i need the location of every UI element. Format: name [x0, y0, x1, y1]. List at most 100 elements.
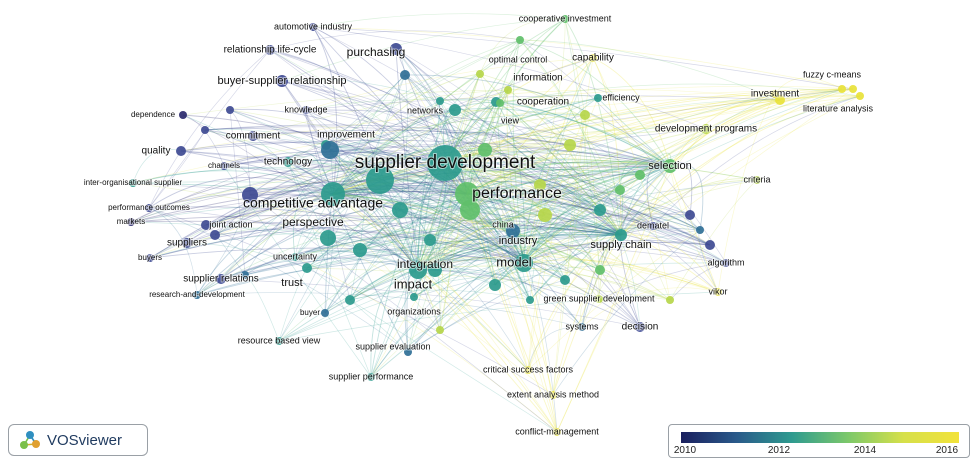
- node-buyers[interactable]: [146, 254, 154, 262]
- node-trust[interactable]: [302, 263, 312, 273]
- term-label-commitment[interactable]: commitment: [225, 130, 282, 143]
- node-optimal-control[interactable]: [476, 70, 484, 78]
- node-unlabeled[interactable]: [201, 126, 209, 134]
- node-networks[interactable]: [436, 97, 444, 105]
- node-vikor[interactable]: [714, 288, 722, 296]
- term-label-research-and-development[interactable]: research-and-development: [148, 289, 246, 300]
- node-perspective[interactable]: [320, 230, 336, 246]
- node-impact[interactable]: [409, 261, 427, 279]
- node-relationship-life-cycle[interactable]: [265, 45, 275, 55]
- node-unlabeled[interactable]: [400, 70, 410, 80]
- node-unlabeled[interactable]: [666, 296, 674, 304]
- node-unlabeled[interactable]: [436, 326, 444, 334]
- node-capability[interactable]: [589, 54, 597, 62]
- node-dependence[interactable]: [179, 111, 187, 119]
- term-label-conflict-management[interactable]: conflict-management: [514, 425, 600, 437]
- node-unlabeled[interactable]: [526, 296, 534, 304]
- node-unlabeled[interactable]: [489, 279, 501, 291]
- term-label-algorithm[interactable]: algorithm: [706, 256, 745, 268]
- term-label-view[interactable]: view: [500, 114, 521, 126]
- term-label-model[interactable]: model: [495, 253, 533, 270]
- node-markets[interactable]: [127, 218, 135, 226]
- node-supply-chain[interactable]: [615, 229, 627, 241]
- node-organizations[interactable]: [410, 293, 418, 301]
- term-label-investment[interactable]: investment: [750, 88, 801, 101]
- node-competitive-advantage[interactable]: [321, 182, 345, 206]
- term-label-dematel[interactable]: dematel: [636, 219, 670, 231]
- node-unlabeled[interactable]: [392, 202, 408, 218]
- term-label-buyer[interactable]: buyer: [299, 307, 321, 318]
- node-unlabeled[interactable]: [685, 210, 695, 220]
- node-joint-action[interactable]: [201, 220, 211, 230]
- node-selection[interactable]: [663, 159, 677, 173]
- node-unlabeled[interactable]: [449, 104, 461, 116]
- term-label-inter-organisational-supplier[interactable]: inter-organisational supplier: [83, 177, 184, 188]
- node-unlabeled[interactable]: [210, 230, 220, 240]
- node-systems[interactable]: [578, 323, 586, 331]
- term-label-competitive-advantage[interactable]: competitive advantage: [242, 194, 384, 212]
- node-unlabeled[interactable]: [345, 295, 355, 305]
- node-conflict-management[interactable]: [553, 428, 561, 436]
- node-unlabeled[interactable]: [353, 243, 367, 257]
- node-performance[interactable]: [455, 182, 479, 206]
- node-efficiency[interactable]: [594, 94, 602, 102]
- node-unlabeled[interactable]: [242, 187, 258, 203]
- term-label-quality[interactable]: quality: [141, 145, 172, 158]
- node-industry[interactable]: [506, 224, 520, 238]
- node-algorithm[interactable]: [722, 259, 730, 267]
- term-label-capability[interactable]: capability: [571, 52, 615, 65]
- term-label-integration[interactable]: integration: [396, 256, 454, 272]
- term-label-knowledge[interactable]: knowledge: [283, 103, 328, 115]
- term-label-dependence[interactable]: dependence: [130, 109, 177, 120]
- term-label-automotive-industry[interactable]: automotive industry: [273, 20, 354, 32]
- node-suppliers[interactable]: [182, 238, 192, 248]
- node-unlabeled[interactable]: [226, 106, 234, 114]
- node-unlabeled[interactable]: [705, 240, 715, 250]
- term-label-performance[interactable]: performance: [471, 184, 563, 203]
- term-label-perspective[interactable]: perspective: [281, 214, 345, 230]
- term-label-resource-based-view[interactable]: resource based view: [237, 334, 322, 346]
- term-label-critical-success-factors[interactable]: critical success factors: [482, 363, 575, 375]
- node-supplier-development[interactable]: [427, 145, 463, 181]
- node-supplier-evaluation[interactable]: [404, 348, 412, 356]
- node-cooperative-investment[interactable]: [561, 15, 569, 23]
- node-unlabeled[interactable]: [615, 185, 625, 195]
- node-unlabeled[interactable]: [460, 200, 480, 220]
- node-unlabeled[interactable]: [635, 170, 645, 180]
- node-critical-success-factors[interactable]: [524, 366, 532, 374]
- node-unlabeled[interactable]: [516, 36, 524, 44]
- node-extent-analysis-method[interactable]: [549, 391, 557, 399]
- term-label-organizations[interactable]: organizations: [386, 305, 442, 317]
- node-unlabeled[interactable]: [775, 95, 785, 105]
- node-supplier-relations[interactable]: [216, 274, 226, 284]
- term-label-criteria[interactable]: criteria: [742, 173, 771, 185]
- term-label-joint-action[interactable]: joint action: [207, 218, 253, 230]
- term-label-china[interactable]: china: [491, 218, 515, 230]
- term-label-trust[interactable]: trust: [280, 276, 303, 290]
- term-label-suppliers[interactable]: suppliers: [166, 237, 208, 250]
- node-china[interactable]: [499, 221, 507, 229]
- node-quality[interactable]: [176, 146, 186, 156]
- node-unlabeled[interactable]: [560, 275, 570, 285]
- node-automotive-industry[interactable]: [309, 23, 317, 31]
- term-label-industry[interactable]: industry: [498, 234, 539, 248]
- node-purchasing[interactable]: [390, 43, 402, 55]
- node-literature-analysis[interactable]: [849, 85, 857, 93]
- vosviewer-badge[interactable]: VOSviewer: [8, 424, 148, 456]
- term-label-fuzzy-c-means[interactable]: fuzzy c-means: [802, 68, 863, 80]
- node-dematel[interactable]: [649, 222, 657, 230]
- node-unlabeled[interactable]: [580, 110, 590, 120]
- term-label-buyer-supplier-relationship[interactable]: buyer-supplier relationship: [216, 74, 347, 88]
- node-commitment[interactable]: [248, 131, 258, 141]
- node-development-programs[interactable]: [701, 124, 711, 134]
- node-buyer[interactable]: [321, 309, 329, 317]
- term-label-development-programs[interactable]: development programs: [654, 123, 758, 136]
- node-knowledge[interactable]: [302, 106, 310, 114]
- term-label-buyers[interactable]: buyers: [137, 252, 163, 263]
- node-integration[interactable]: [428, 263, 442, 277]
- term-label-supplier-performance[interactable]: supplier performance: [328, 370, 415, 382]
- term-label-supplier-evaluation[interactable]: supplier evaluation: [354, 340, 431, 352]
- node-green-supplier-development[interactable]: [595, 295, 603, 303]
- node-research-and-development[interactable]: [193, 291, 201, 299]
- node-decision[interactable]: [635, 322, 645, 332]
